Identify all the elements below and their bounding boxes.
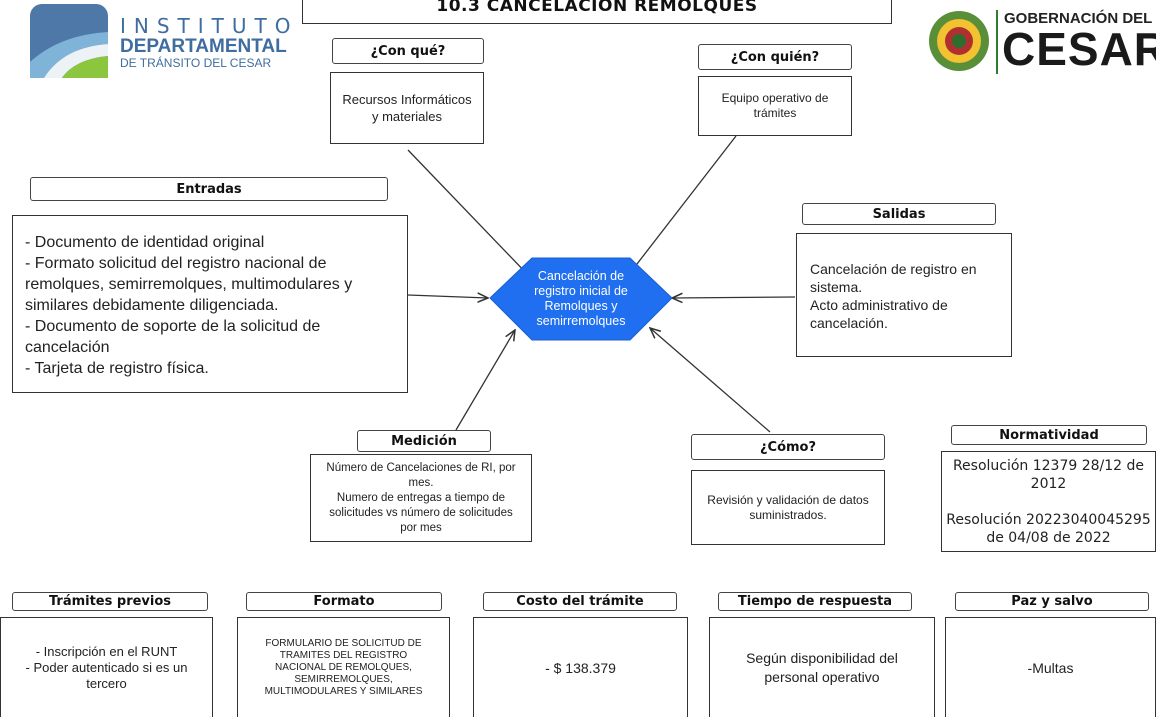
instituto-logo-line1: INSTITUTO: [120, 14, 299, 38]
como-line: Revisión y validación de datos: [707, 492, 869, 507]
salidas-line: cancelación.: [810, 315, 888, 331]
gobernacion-logo-line1: GOBERNACIÓN DEL: [1004, 10, 1153, 27]
medicion-box: Número de Cancelaciones de RI, por mes. …: [310, 454, 532, 542]
medicion-line: solicitudes vs número de solicitudes: [329, 506, 513, 519]
center-line: registro inicial de: [534, 284, 628, 298]
entradas-line: - Documento de soporte de la solicitud d…: [25, 318, 321, 335]
formato-line: SEMIRREMOLQUES,: [294, 673, 393, 685]
medicion-line: por mes: [400, 521, 442, 534]
normatividad-line: Resolución 20223040045295: [946, 511, 1151, 528]
medicion-line: mes.: [408, 476, 434, 489]
paz-y-salvo-box: -Multas: [945, 617, 1156, 717]
entradas-line: - Documento de identidad original: [25, 234, 265, 251]
formato-line: MULTIMODULARES Y SIMILARES: [264, 685, 423, 697]
arrow-salidas: [672, 297, 796, 298]
center-process-label: Cancelación de registro inicial de Remol…: [510, 264, 652, 334]
salidas-line: Cancelación de registro en: [810, 261, 977, 277]
formato-box: FORMULARIO DE SOLICITUD DE TRAMITES DEL …: [237, 617, 450, 717]
normatividad-line: de 04/08 de 2022: [986, 529, 1111, 546]
costo-header: Costo del trámite: [483, 592, 677, 611]
instituto-emblem-icon: [30, 4, 108, 78]
como-header: ¿Cómo?: [691, 434, 885, 460]
con-quien-line: trámites: [753, 106, 797, 120]
con-que-header: ¿Con qué?: [332, 38, 484, 64]
arrow-medicion: [455, 330, 515, 431]
instituto-logo-line3: DE TRÁNSITO DEL CESAR: [120, 56, 272, 70]
con-quien-header: ¿Con quién?: [698, 44, 852, 70]
normatividad-line: [946, 493, 1151, 511]
paz-y-salvo-value: -Multas: [1027, 659, 1074, 676]
entradas-line: cancelación: [25, 339, 110, 356]
medicion-line: Numero de entregas a tiempo de: [336, 491, 506, 504]
instituto-logo: INSTITUTO DEPARTAMENTAL DE TRÁNSITO DEL …: [30, 4, 290, 78]
tiempo-respuesta-header: Tiempo de respuesta: [718, 592, 912, 611]
formato-line: TRAMITES DEL REGISTRO: [279, 649, 408, 661]
con-que-line: y materiales: [371, 109, 443, 124]
entradas-line: - Formato solicitud del registro naciona…: [25, 255, 327, 272]
arrow-entradas: [407, 295, 488, 298]
con-que-line: Recursos Informáticos: [342, 92, 472, 107]
center-line: Remolques y: [544, 299, 618, 313]
entradas-line: similares debidamente diligenciada.: [25, 297, 279, 314]
salidas-box: Cancelación de registro en sistema. Acto…: [796, 233, 1012, 357]
arrow-con-que: [407, 149, 530, 277]
salidas-header: Salidas: [802, 203, 996, 225]
entradas-line: remolques, semirremolques, multimodulare…: [25, 276, 353, 293]
gobernacion-seal-icon: [929, 11, 989, 71]
entradas-header: Entradas: [30, 177, 388, 201]
tiempo-respuesta-box: Según disponibilidad del personal operat…: [709, 617, 935, 717]
normatividad-line: 2012: [1030, 475, 1067, 492]
gobernacion-logo: GOBERNACIÓN DEL CESAR: [926, 6, 1156, 78]
tiempo-respuesta-line: personal operativo: [764, 668, 880, 685]
formato-line: NACIONAL DE REMOLQUES,: [275, 661, 412, 673]
gobernacion-divider: [996, 10, 998, 74]
entradas-box: - Documento de identidad original - Form…: [12, 215, 408, 393]
como-box: Revisión y validación de datos suministr…: [691, 470, 885, 545]
tramites-previos-line: tercero: [86, 675, 127, 691]
tramites-previos-line: - Inscripción en el RUNT: [35, 643, 178, 659]
costo-value: - $ 138.379: [545, 659, 616, 676]
formato-header: Formato: [246, 592, 442, 611]
salidas-line: sistema.: [810, 279, 863, 295]
arrow-como: [650, 328, 771, 433]
normatividad-box: Resolución 12379 28/12 de 2012 Resolució…: [941, 451, 1156, 552]
costo-box: - $ 138.379: [473, 617, 688, 717]
paz-y-salvo-header: Paz y salvo: [955, 592, 1149, 611]
instituto-logo-line2: DEPARTAMENTAL: [120, 36, 287, 57]
medicion-line: Número de Cancelaciones de RI, por: [326, 461, 516, 474]
con-quien-box: Equipo operativo de trámites: [698, 76, 852, 136]
formato-line: FORMULARIO DE SOLICITUD DE: [265, 637, 422, 649]
entradas-line: - Tarjeta de registro física.: [25, 360, 209, 377]
medicion-header: Medición: [357, 430, 491, 452]
como-line: suministrados.: [749, 507, 827, 522]
tiempo-respuesta-line: Según disponibilidad del: [746, 649, 898, 666]
salidas-line: Acto administrativo de: [810, 297, 948, 313]
tramites-previos-header: Trámites previos: [12, 592, 208, 611]
tramites-previos-line: - Poder autenticado si es un: [25, 659, 188, 675]
gobernacion-logo-line2: CESAR: [1002, 23, 1156, 75]
normatividad-line: Resolución 12379 28/12 de: [952, 457, 1145, 474]
center-line: Cancelación de: [537, 269, 625, 283]
tramites-previos-box: - Inscripción en el RUNT - Poder autenti…: [0, 617, 213, 717]
center-process-shape: [489, 257, 673, 341]
arrow-con-quien: [630, 135, 737, 273]
center-line: semirremolques: [536, 314, 626, 328]
con-que-box: Recursos Informáticos y materiales: [330, 72, 484, 144]
normatividad-header: Normatividad: [951, 425, 1147, 445]
con-quien-line: Equipo operativo de: [721, 91, 829, 105]
page-title: 10.3 CANCELACIÓN REMOLQUES: [302, 0, 892, 24]
